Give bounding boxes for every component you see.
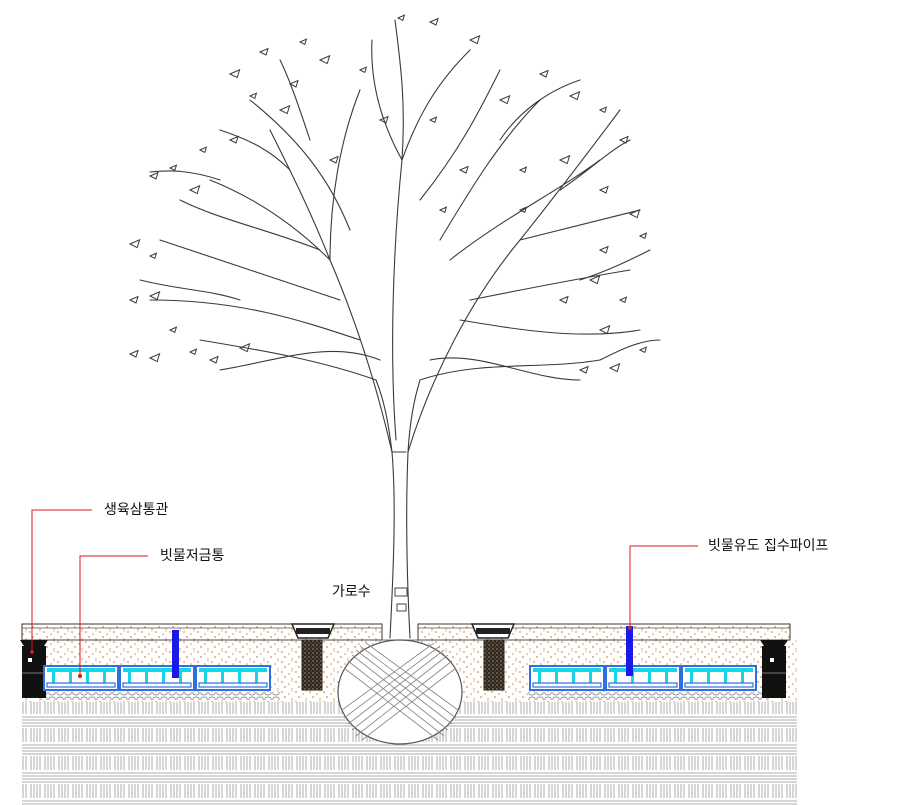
root-ball-icon: [337, 639, 463, 745]
gravel-right: [528, 692, 768, 700]
blue-pipe-right: [626, 626, 633, 676]
leader-rain-storage: [78, 555, 148, 678]
tree-illustration: [128, 14, 661, 639]
gravel-left: [40, 692, 280, 700]
blue-pipe-left: [172, 630, 179, 678]
label-rain-storage: 빗물저금통: [160, 548, 225, 564]
label-street-tree: 가로수: [332, 584, 371, 600]
leader-rain-pipe: [628, 545, 698, 630]
rain-storage-icon: [43, 665, 757, 691]
growth-pipe-icon: [20, 640, 788, 698]
label-rain-pipe: 빗물유도 집수파이프: [708, 538, 828, 554]
leader-growth-pipe: [30, 509, 92, 654]
label-growth-pipe: 생육삼통관: [104, 502, 169, 518]
drain-grate-icon: [290, 623, 516, 691]
